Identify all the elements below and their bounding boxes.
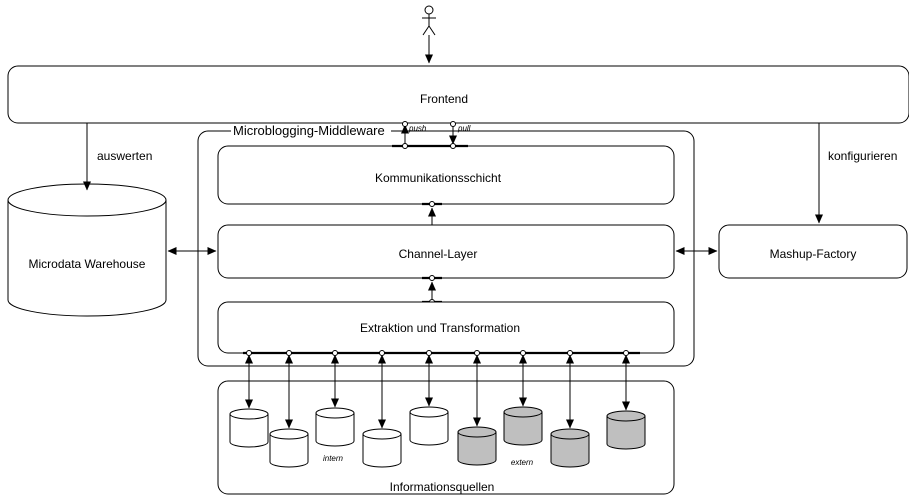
kommunikation-label: Kommunikationsschicht: [375, 171, 502, 185]
internal-source-cylinder-4: [362, 428, 402, 468]
external-source-cylinder-7: [503, 406, 543, 446]
pull-label: pull: [457, 124, 471, 133]
frontend-box: [7, 65, 909, 124]
external-source-cylinder-8: [550, 428, 590, 468]
konfigurieren-label: konfigurieren: [828, 149, 897, 163]
source-port: [567, 350, 573, 356]
extraktion-label: Extraktion und Transformation: [360, 321, 520, 335]
channel-layer-box: [217, 224, 675, 279]
channel-layer-label: Channel-Layer: [399, 247, 478, 261]
push-label: push: [408, 124, 427, 133]
extern-label: extern: [511, 458, 534, 467]
internal-source-cylinder-3: [315, 407, 355, 447]
internal-source-cylinder-5: [409, 406, 449, 446]
intern-label: intern: [323, 454, 344, 463]
middleware-label: Microblogging-Middleware: [233, 123, 385, 138]
mashup-factory-box: [718, 224, 908, 279]
mashup-factory-label: Mashup-Factory: [770, 247, 857, 261]
information-sources: [229, 350, 646, 468]
internal-source-cylinder-1: [229, 408, 269, 448]
warehouse-label: Microdata Warehouse: [29, 257, 146, 271]
source-port: [286, 350, 292, 356]
external-source-cylinder-9: [606, 410, 646, 450]
user-actor-icon: [422, 5, 436, 36]
source-port: [623, 350, 629, 356]
source-port: [246, 350, 252, 356]
external-source-cylinder-6: [457, 426, 497, 466]
auswerten-label: auswerten: [97, 149, 152, 163]
informationsquellen-label: Informationsquellen: [390, 480, 495, 494]
source-port: [426, 350, 432, 356]
warehouse-cylinder: [7, 183, 167, 317]
source-port: [474, 350, 480, 356]
source-port: [520, 350, 526, 356]
internal-source-cylinder-2: [269, 428, 309, 468]
source-port: [379, 350, 385, 356]
frontend-label: Frontend: [420, 92, 468, 106]
source-port: [332, 350, 338, 356]
